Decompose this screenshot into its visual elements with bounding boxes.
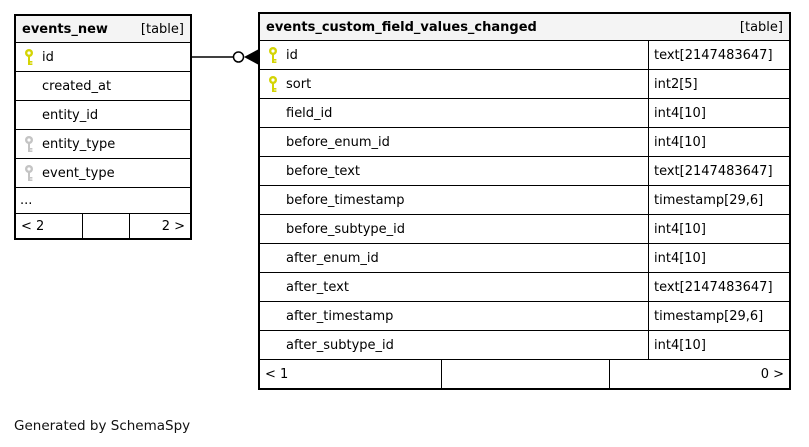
column-name: event_type	[42, 165, 115, 181]
column-row: event_type	[16, 159, 190, 188]
column-name: after_subtype_id	[286, 337, 394, 353]
column-row: id	[16, 43, 190, 72]
table-header[interactable]: events_new [table]	[16, 16, 190, 43]
column-name: field_id	[286, 105, 333, 121]
pager-next: 0 >	[760, 366, 784, 382]
key-icon-slot	[260, 162, 284, 180]
primary-key-icon	[16, 48, 40, 66]
key-icon-slot	[260, 191, 284, 209]
pager-prev: < 2	[21, 218, 45, 234]
column-type: text[2147483647]	[648, 41, 789, 69]
column-row: before_subtype_id int4[10]	[260, 215, 789, 244]
column-type: text[2147483647]	[648, 157, 789, 185]
zero-or-one-circle	[232, 51, 245, 63]
column-row: before_timestamp timestamp[29,6]	[260, 186, 789, 215]
column-name: after_enum_id	[286, 250, 379, 266]
key-icon-slot	[260, 104, 284, 122]
column-row: after_enum_id int4[10]	[260, 244, 789, 273]
column-row: before_enum_id int4[10]	[260, 128, 789, 157]
key-icon-slot	[260, 307, 284, 325]
key-icon-slot	[260, 133, 284, 151]
key-icon-slot	[16, 106, 40, 124]
key-icon-slot	[260, 278, 284, 296]
pager-prev: < 1	[265, 366, 289, 382]
pager-next: 2 >	[161, 218, 185, 234]
column-row: created_at	[16, 72, 190, 101]
key-icon-slot	[260, 336, 284, 354]
column-name: before_text	[286, 163, 360, 179]
column-name: entity_id	[42, 107, 99, 123]
column-name: sort	[286, 76, 312, 92]
table-header[interactable]: events_custom_field_values_changed [tabl…	[260, 14, 789, 41]
column-type: timestamp[29,6]	[648, 186, 789, 214]
key-icon-slot	[260, 220, 284, 238]
column-row: id text[2147483647]	[260, 41, 789, 70]
column-name: before_subtype_id	[286, 221, 406, 237]
column-name: before_enum_id	[286, 134, 390, 150]
column-type: int4[10]	[648, 99, 789, 127]
column-row: before_text text[2147483647]	[260, 157, 789, 186]
column-name: id	[286, 47, 298, 63]
pager-middle	[441, 360, 610, 388]
degree-pager: < 1 0 >	[260, 360, 789, 388]
table-title[interactable]: events_new	[22, 21, 108, 37]
column-name: id	[42, 49, 54, 65]
column-name: entity_type	[42, 136, 116, 152]
column-row: field_id int4[10]	[260, 99, 789, 128]
key-icon-slot	[260, 249, 284, 267]
column-type: int4[10]	[648, 244, 789, 272]
table-type-tag: [table]	[739, 19, 783, 35]
primary-key-icon	[260, 46, 284, 64]
arrowhead-icon	[244, 49, 258, 65]
column-name: created_at	[42, 78, 112, 94]
column-type: timestamp[29,6]	[648, 302, 789, 330]
column-row: after_timestamp timestamp[29,6]	[260, 302, 789, 331]
degree-pager: < 2 2 >	[16, 214, 190, 238]
table-node-events-new[interactable]: events_new [table] id created_at entity_…	[14, 14, 192, 240]
column-type: int4[10]	[648, 331, 789, 359]
table-type-tag: [table]	[140, 21, 184, 37]
column-name: after_text	[286, 279, 349, 295]
column-row: entity_type	[16, 130, 190, 159]
column-type: text[2147483647]	[648, 273, 789, 301]
key-icon-slot	[16, 77, 40, 95]
column-type: int4[10]	[648, 215, 789, 243]
column-type: int2[5]	[648, 70, 789, 98]
generated-by-caption: Generated by SchemaSpy	[14, 418, 191, 434]
column-row: after_subtype_id int4[10]	[260, 331, 789, 360]
column-row: entity_id	[16, 101, 190, 130]
more-columns-ellipsis: ...	[16, 188, 190, 214]
column-name: before_timestamp	[286, 192, 405, 208]
index-key-icon	[16, 164, 40, 182]
table-title[interactable]: events_custom_field_values_changed	[266, 19, 537, 35]
table-node-events-custom-field-values-changed[interactable]: events_custom_field_values_changed [tabl…	[258, 12, 791, 390]
column-name: after_timestamp	[286, 308, 394, 324]
column-type: int4[10]	[648, 128, 789, 156]
pager-middle	[82, 214, 130, 238]
column-row: sort int2[5]	[260, 70, 789, 99]
primary-key-icon	[260, 75, 284, 93]
column-row: after_text text[2147483647]	[260, 273, 789, 302]
relationship-connector	[192, 49, 258, 65]
index-key-icon	[16, 135, 40, 153]
